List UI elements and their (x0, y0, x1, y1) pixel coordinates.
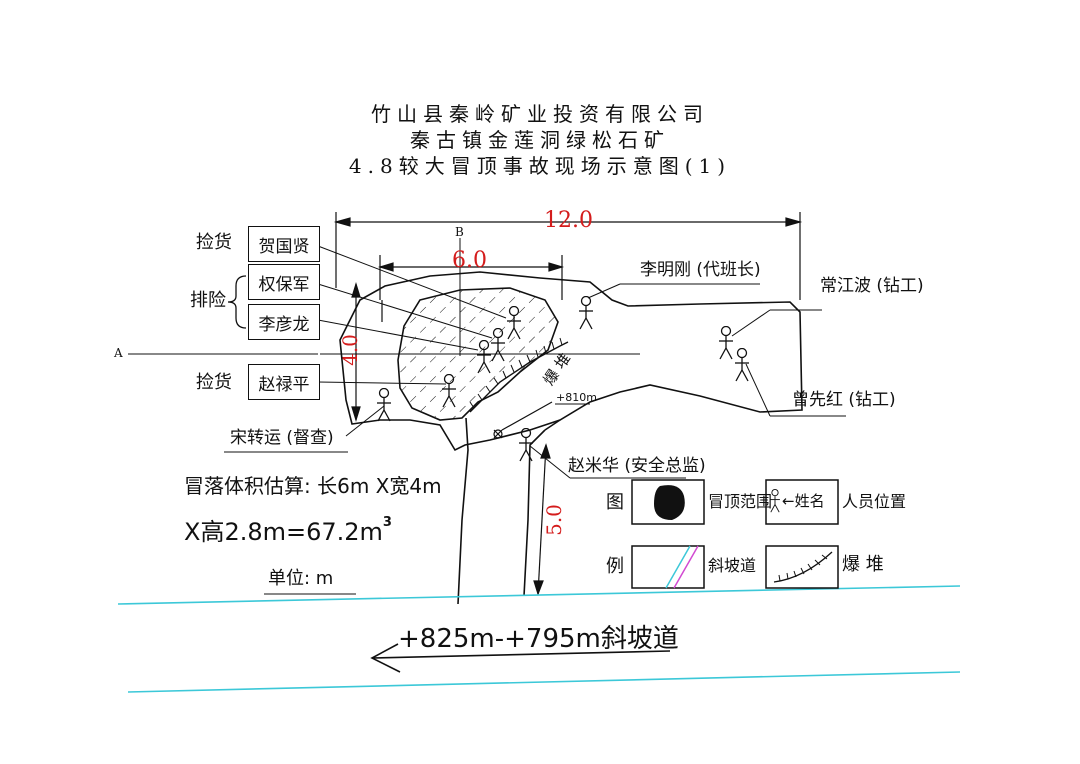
group-paixian: 排险 (190, 290, 226, 311)
legend-blast-symbol (765, 545, 839, 589)
person-limg (578, 296, 594, 330)
dim-5-label: 5.0 (541, 504, 566, 536)
ramp-arrow (370, 643, 671, 673)
name-box-he: 贺国贤 (248, 226, 320, 262)
name-quan: 权保军 (258, 274, 310, 295)
legend-person-label: 人员位置 (842, 492, 907, 511)
dim-4 (351, 281, 361, 423)
unit-label: 单位: m (268, 568, 334, 589)
name-liyl: 李彦龙 (258, 314, 310, 335)
estimate-line-2: X高2.8m=67.2m3 (184, 515, 392, 546)
name-song: 宋转运 (督查) (230, 428, 334, 448)
ramp-line-bottom (127, 671, 961, 693)
legend-person-arrow: ←姓名 (782, 492, 825, 510)
section-a-mark: A (114, 346, 123, 360)
legend-slope-label: 斜坡道 (708, 556, 757, 575)
legend-collapse-symbol (631, 479, 705, 525)
dim-4-label: 4.0 (337, 334, 362, 366)
name-box-liyl: 李彦龙 (248, 304, 320, 340)
title-diagram: 4.8较大冒顶事故现场示意图(1) (348, 154, 732, 178)
name-box-quan: 权保军 (248, 264, 320, 300)
name-zhaolp: 赵禄平 (258, 374, 310, 395)
legend-slope-symbol (631, 545, 705, 589)
dim-6-label: 6.0 (452, 248, 487, 273)
legend-blast-label: 爆 堆 (842, 554, 884, 575)
brace (227, 275, 247, 329)
person-song (376, 388, 392, 422)
section-b-mark: B (455, 225, 464, 239)
ramp-label: +825m-+795m斜坡道 (398, 624, 679, 654)
elevation-label: +810m (556, 391, 597, 404)
dim-12 (333, 212, 803, 300)
tunnel-outline (339, 271, 803, 452)
legend-person-frame (765, 479, 839, 525)
title-company: 竹山县秦岭矿业投资有限公司 (371, 102, 709, 126)
group-jianhuo-1: 捡货 (196, 232, 232, 253)
name-he: 贺国贤 (258, 236, 310, 257)
dim-6 (377, 255, 565, 300)
ramp-left-wall (457, 417, 469, 605)
name-limg: 李明刚 (代班长) (640, 260, 761, 280)
person-zeng (734, 348, 750, 382)
name-chang: 常江波 (钻工) (820, 276, 924, 296)
legend-collapse-label: 冒顶范围 (708, 492, 773, 511)
person-chang (718, 326, 734, 360)
name-zhaomh: 赵米华 (安全总监) (568, 456, 706, 476)
ramp-right-wall (523, 429, 546, 597)
elevation-marker (493, 401, 553, 439)
legend-title-1: 图 (606, 492, 624, 513)
title-mine: 秦古镇金莲洞绿松石矿 (410, 128, 670, 152)
name-box-zhaolp: 赵禄平 (248, 364, 320, 400)
name-zeng: 曾先红 (钻工) (792, 390, 896, 410)
estimate-line-1: 冒落体积估算: 长6m X宽4m (184, 474, 442, 498)
ramp-line-top (117, 585, 961, 605)
estimate-sup: 3 (382, 515, 392, 530)
legend-title-2: 例 (606, 556, 624, 577)
dim-12-label: 12.0 (544, 208, 593, 233)
group-jianhuo-2: 捡货 (196, 372, 232, 393)
